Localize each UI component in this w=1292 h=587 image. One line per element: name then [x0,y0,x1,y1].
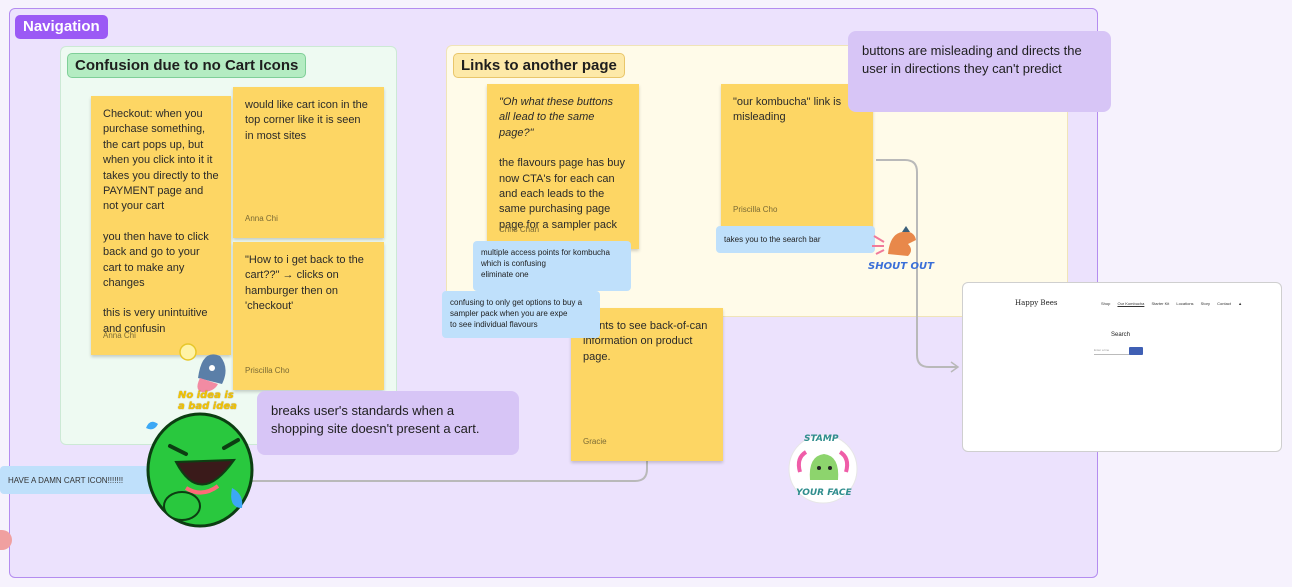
insight-bubble[interactable]: buttons are misleading and directs the u… [848,31,1111,112]
note-line: takes you to the search bar [724,235,821,244]
sticky-text: the flavours page has buy now CTA's for … [499,157,625,231]
sticky-author: Anna Chi [245,213,278,223]
site-nav-item: Starter Kit [1151,301,1170,306]
insight-bubble[interactable]: breaks user's standards when a shopping … [257,391,519,455]
sticky-note[interactable]: "How to i get back to the cart??" → clic… [233,242,384,390]
note-line: multiple access points for kombucha [481,248,610,257]
sticky-text: you then have to click back and go to yo… [103,230,209,290]
sticky-note[interactable]: "Oh what these buttons all lead to the s… [487,84,639,249]
site-nav-item: Locations [1176,301,1194,306]
no-idea-sticker[interactable]: No idea is a bad idea [172,338,240,414]
sticky-author: Gracie [583,436,607,446]
site-nav-item: Our Kombucha [1117,301,1145,306]
sticky-note[interactable]: "our kombucha" link is misleading Prisci… [721,84,873,229]
site-search-title: Search [1111,332,1131,338]
links-group-title[interactable]: Links to another page [453,53,625,78]
comment-note[interactable]: takes you to the search bar [716,226,875,253]
comment-note[interactable]: confusing to only get options to buy a s… [442,291,600,338]
site-logo: Happy Bees [1015,299,1058,307]
stamp-face-icon [788,434,858,504]
sticker-text: STAMP [804,434,839,444]
site-search-button [1129,347,1143,355]
sticker-text: YOUR FACE [796,488,852,498]
sticky-text: "Oh what these buttons all lead to the s… [499,96,613,139]
comment-note[interactable]: HAVE A DAMN CART ICON!!!!!!! [0,466,160,494]
laughing-face-icon[interactable] [138,398,256,536]
stamp-your-face-sticker[interactable]: STAMP YOUR FACE [786,432,860,506]
comment-note[interactable]: multiple access points for kombucha whic… [473,241,631,291]
sticky-text: Wants to see back-of-can information on … [583,320,708,363]
note-line: confusing to only get options to buy a [450,298,583,307]
dinosaur-icon [872,226,916,256]
website-screenshot[interactable]: Happy Bees Shop Our Kombucha Starter Kit… [962,282,1282,452]
lightbulb-cat-icon [179,343,226,392]
sticky-author: Priscilla Cho [245,365,290,375]
note-line: sampler pack when you are expe [450,309,568,318]
sticky-text: "How to i get back to the cart??" → clic… [245,254,364,313]
section-title[interactable]: Navigation [15,15,108,39]
sticky-text: Checkout: when you purchase something, t… [103,108,219,213]
sticky-text: "our kombucha" link is misleading [733,96,842,124]
sticker-text: No idea is [178,390,234,401]
shout-out-sticker[interactable]: SHOUT OUT [868,224,934,276]
site-nav: Shop Our Kombucha Starter Kit Locations … [1101,301,1248,306]
cart-icons-group-title[interactable]: Confusion due to no Cart Icons [67,53,307,78]
sticky-note[interactable]: would like cart icon in the top corner l… [233,87,384,238]
note-line: HAVE A DAMN CART ICON!!!!!!! [8,476,124,485]
sticker-text: SHOUT OUT [868,261,934,272]
sticky-text: this is very unintuitive and confusin [103,307,208,335]
sticky-text: would like cart icon in the top corner l… [245,99,368,142]
site-search-input: Enter a line [1094,348,1130,355]
sticky-author: Anna Chi [103,330,136,340]
site-nav-item: Shop [1101,301,1111,306]
site-nav-item: Contact [1217,301,1231,306]
sticky-author: Chris Chan [499,224,540,234]
partial-sticker [0,530,12,550]
note-line: which is confusing [481,259,546,268]
sticky-note[interactable]: Checkout: when you purchase something, t… [91,96,231,355]
note-line: eliminate one [481,270,529,279]
note-line: to see individual flavours [450,320,538,329]
sticker-text: a bad idea [178,401,237,412]
sticky-author: Priscilla Cho [733,204,778,214]
user-icon: ▲ [1238,301,1243,306]
site-nav-item: Story [1200,301,1211,306]
